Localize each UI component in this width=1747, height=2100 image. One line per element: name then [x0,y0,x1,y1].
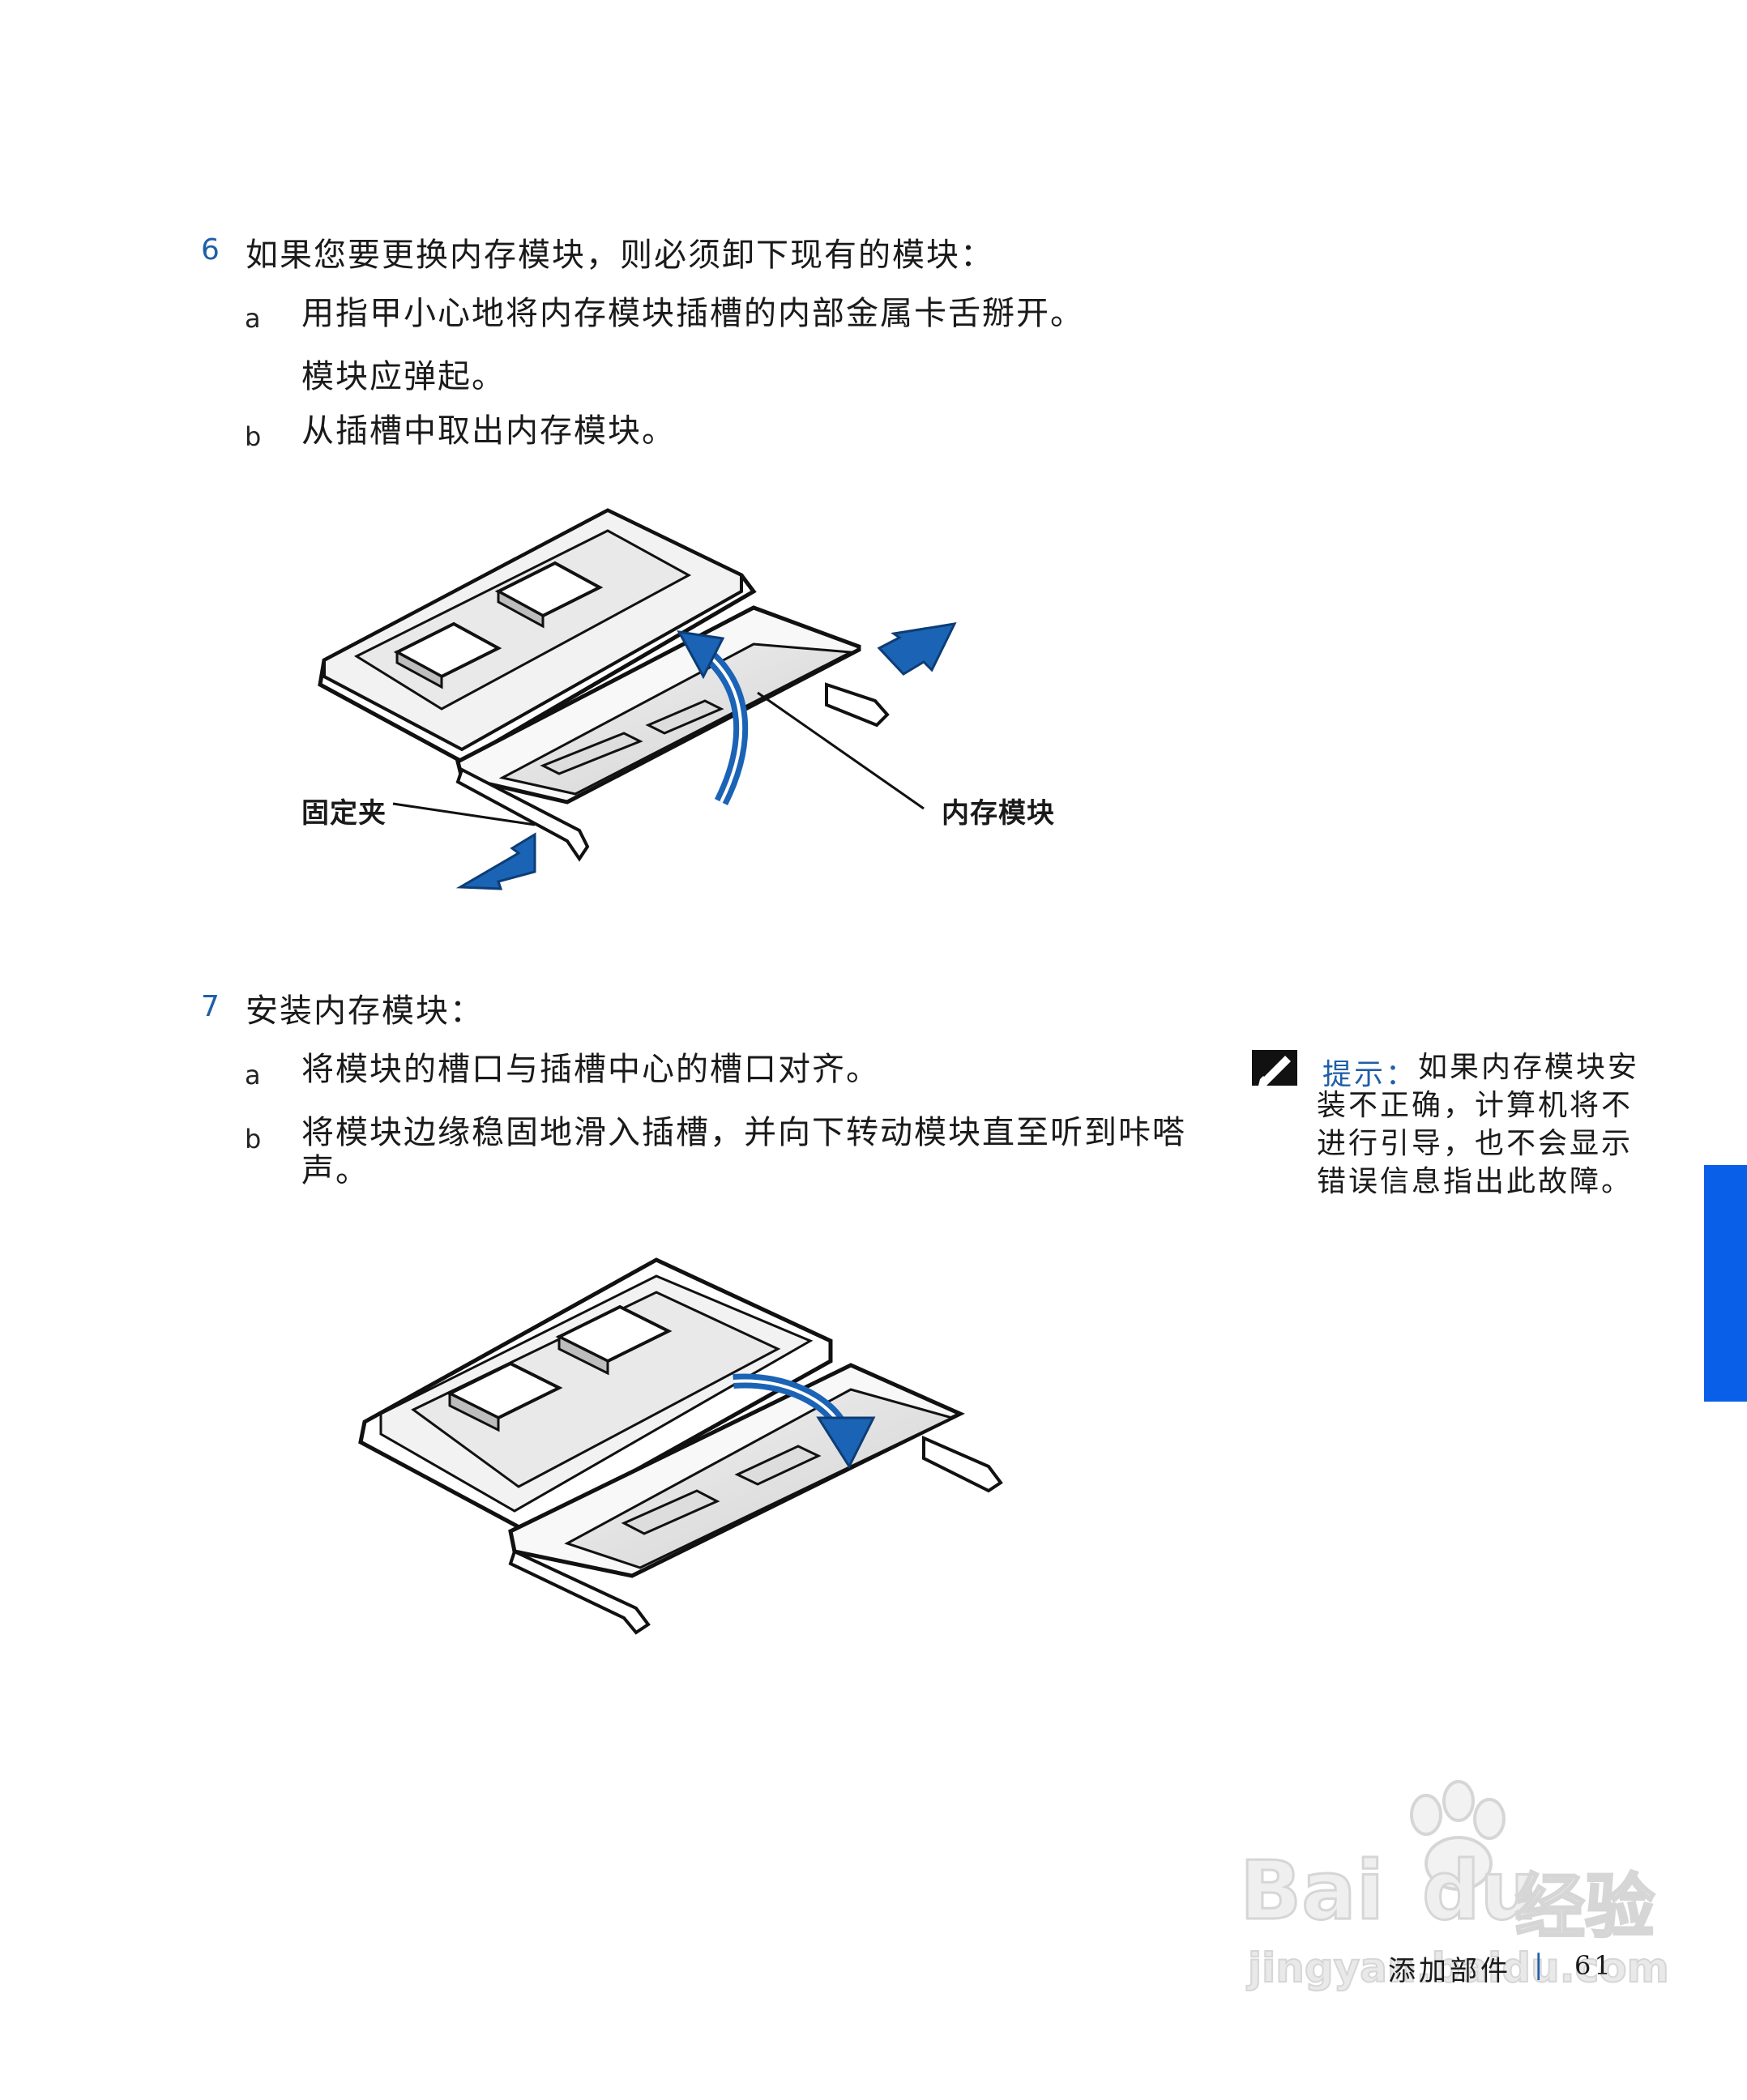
retaining-clip-right [825,682,890,728]
note-line-2: 装不正确，计算机将不 [1317,1089,1634,1122]
step-7b-text-line2: 声。 [301,1152,369,1189]
callout-retaining-clip: 固定夹 [301,797,387,830]
watermark-brand: Bai [1239,1842,1386,1940]
step-6a-note: 模块应弹起。 [301,358,506,395]
paw-icon [1410,1780,1506,1891]
note-label: 提示： [1322,1058,1418,1091]
step-7b-letter: b [245,1124,262,1155]
footer-separator: | [1534,1948,1547,1981]
step-7b-text-line1: 将模块边缘稳固地滑入插槽，并向下转动模块直至听到咔嗒 [301,1114,1186,1151]
baidu-watermark: Bai du 经验 jingyan.baidu.com [1239,1778,1677,1992]
step-6b-text: 从插槽中取出内存模块。 [301,412,676,450]
note-line-4: 错误信息指出此故障。 [1317,1165,1634,1198]
note-line-1: 如果内存模块安 [1418,1051,1640,1084]
watermark-brand-du: du [1421,1842,1540,1940]
step-6a-text: 用指甲小心地将内存模块插槽的内部金属卡舌掰开。 [301,295,1084,332]
watermark-url: jingyan.baidu.com [1247,1944,1670,1992]
section-tab-marker [1704,1165,1747,1402]
step-7-number: 7 [201,990,220,1023]
note-line-3: 进行引导，也不会显示 [1317,1127,1634,1160]
retaining-clip-right [922,1435,1003,1493]
step-7-text: 安装内存模块： [246,992,484,1030]
step-6-text: 如果您要更换内存模块，则必须卸下现有的模块： [246,237,994,274]
push-arrow-right [877,622,957,676]
watermark-cn: 经验 [1514,1866,1656,1949]
retaining-clip-left [455,767,590,862]
push-arrow-left [455,832,536,890]
step-7a-text: 将模块的槽口与插槽中心的槽口对齐。 [301,1051,880,1088]
step-7a-letter: a [245,1060,261,1091]
retaining-clip-left [508,1549,651,1635]
step-6b-letter: b [245,421,262,452]
leader-line-right [757,691,925,810]
footer-page-number: 61 [1574,1950,1614,1981]
memory-removal-illustration [318,508,957,890]
callout-memory-module: 内存模块 [942,797,1055,830]
step-6a-letter: a [245,303,261,334]
step-6-number: 6 [201,233,220,267]
footer-section-title: 添加部件 [1388,1955,1511,1987]
memory-install-illustration [358,1257,1003,1635]
pencil-note-icon [1252,1050,1297,1086]
leader-line-left [392,802,536,826]
